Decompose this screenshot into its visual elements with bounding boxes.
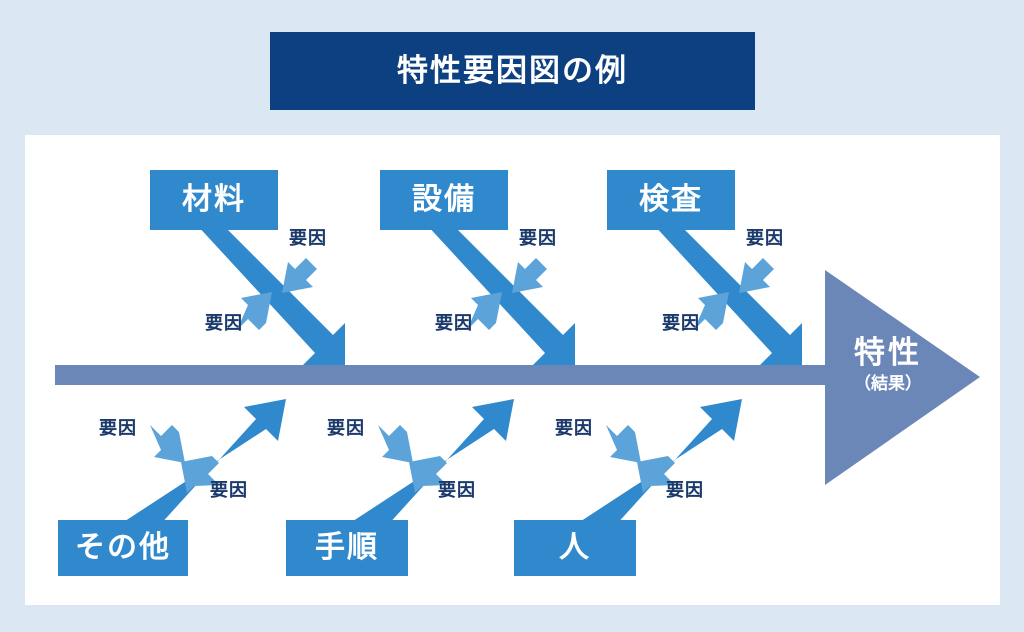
- sub-arrow-inspection-lower: [694, 292, 729, 330]
- category-label-material: 材料: [182, 182, 246, 217]
- effect-head-arrow: [825, 270, 980, 485]
- factor-label-material-lower: 要因: [205, 313, 243, 334]
- sub-arrow-equipment-upper: [512, 258, 547, 293]
- category-label-people: 人: [559, 530, 591, 565]
- sub-arrow-material-upper: [282, 258, 317, 293]
- category-box-inspection[interactable]: 検査: [607, 170, 735, 230]
- factor-label-other-upper: 要因: [99, 418, 137, 439]
- sub-arrow-other-upper: [150, 425, 185, 463]
- sub-arrow-people-lower: [637, 456, 675, 493]
- factor-label-inspection-upper: 要因: [746, 228, 784, 249]
- spine-line: [55, 365, 845, 385]
- factor-label-people-lower: 要因: [666, 480, 704, 501]
- category-box-other[interactable]: その他: [58, 520, 188, 576]
- title-banner: 特性要因図の例: [270, 32, 755, 110]
- factor-label-procedure-upper: 要因: [327, 418, 365, 439]
- factor-label-procedure-lower: 要因: [438, 480, 476, 501]
- factor-label-equipment-upper: 要因: [519, 228, 557, 249]
- category-box-material[interactable]: 材料: [150, 170, 278, 230]
- sub-arrow-other-lower: [181, 456, 219, 493]
- branch-arrow-inspection: [653, 212, 802, 365]
- factor-label-other-lower: 要因: [210, 480, 248, 501]
- category-box-procedure[interactable]: 手順: [286, 520, 408, 576]
- branch-arrow-people: [575, 399, 742, 537]
- sub-arrow-equipment-lower: [467, 292, 502, 330]
- sub-arrow-procedure-upper: [378, 425, 413, 463]
- sub-arrow-material-lower: [237, 292, 272, 330]
- category-label-procedure: 手順: [315, 530, 379, 565]
- page-title: 特性要因図の例: [397, 52, 628, 89]
- category-label-other: その他: [75, 530, 171, 565]
- category-box-people[interactable]: 人: [514, 520, 636, 576]
- category-label-equipment: 設備: [412, 182, 476, 217]
- sub-arrow-people-upper: [606, 425, 641, 463]
- branch-arrow-equipment: [426, 212, 575, 365]
- factor-label-material-upper: 要因: [289, 228, 327, 249]
- factor-label-equipment-lower: 要因: [435, 313, 473, 334]
- sub-arrow-inspection-upper: [739, 258, 774, 293]
- factor-label-inspection-lower: 要因: [662, 313, 700, 334]
- category-box-equipment[interactable]: 設備: [380, 170, 508, 230]
- factor-label-people-upper: 要因: [555, 418, 593, 439]
- branch-arrow-procedure: [347, 399, 514, 537]
- sub-arrow-procedure-lower: [409, 456, 447, 493]
- branch-arrow-other: [119, 399, 286, 537]
- branch-arrow-material: [196, 212, 345, 365]
- category-label-inspection: 検査: [639, 182, 703, 217]
